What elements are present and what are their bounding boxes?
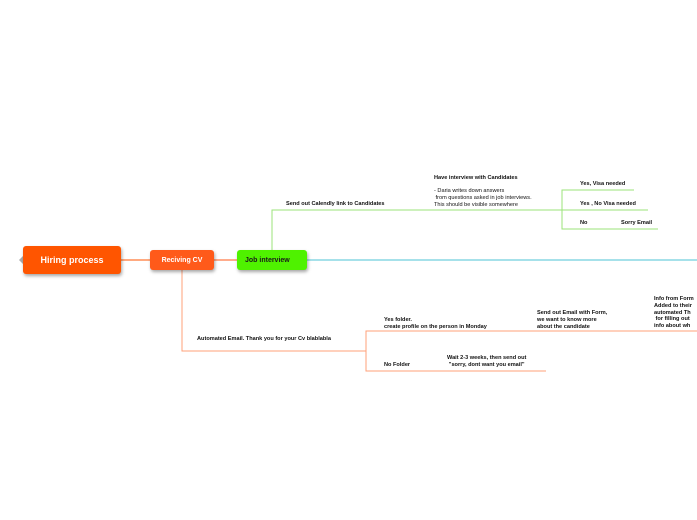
connector-split-yesfolder: [365, 330, 533, 351]
wait-topic[interactable]: Wait 2-3 weeks, then send out "sorry, do…: [447, 355, 527, 368]
collapse-handle[interactable]: [19, 256, 23, 264]
send-form-topic[interactable]: Send out Email with Form, we want to kno…: [537, 310, 608, 330]
connector-cv-autoemail: [181, 270, 366, 352]
info-form-topic[interactable]: Info from Form Added to their automated …: [654, 296, 694, 330]
root-node[interactable]: Hiring process: [23, 246, 121, 274]
root-node-label: Hiring process: [40, 255, 104, 265]
no-topic[interactable]: No: [580, 220, 588, 226]
no-folder-topic[interactable]: No Folder: [384, 362, 411, 368]
connector-split-no: [561, 210, 658, 230]
yes-visa-topic[interactable]: Yes, Visa needed: [580, 181, 626, 187]
yes-folder-topic[interactable]: Yes folder. create profile on the person…: [384, 317, 487, 330]
interview-node-label: Job interview: [245, 256, 290, 264]
connector-split-visa: [561, 189, 634, 210]
connector-interview-calendly: [271, 209, 430, 250]
yes-novisa-topic[interactable]: Yes , No Visa needed: [580, 201, 636, 207]
have-interview-title[interactable]: Have interview with Candidates: [434, 175, 518, 181]
cv-node-label: Reciving CV: [161, 256, 203, 264]
sorry-email-topic[interactable]: Sorry Email: [621, 220, 653, 226]
auto-email-topic[interactable]: Automated Email. Thank you for your Cv b…: [197, 336, 331, 342]
calendly-topic[interactable]: Send out Calendly link to Candidates: [286, 201, 385, 207]
have-interview-note: - Daria writes down answers from questio…: [434, 188, 532, 208]
interview-node[interactable]: Job interview: [237, 250, 307, 270]
connector-split-nofolder: [365, 351, 546, 372]
cv-node[interactable]: Reciving CV: [150, 250, 214, 270]
